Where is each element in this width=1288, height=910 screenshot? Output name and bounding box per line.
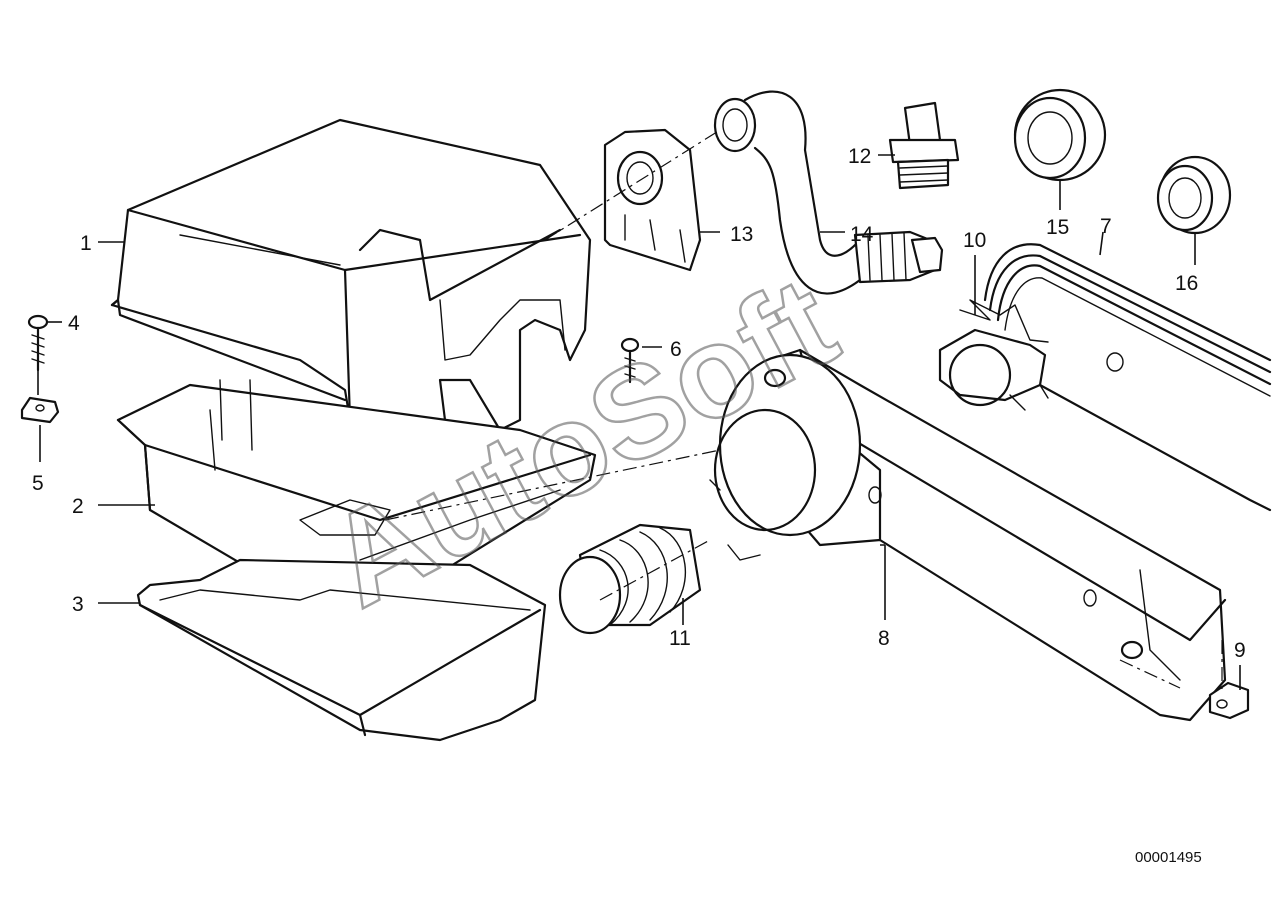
part-15-sealing-ring xyxy=(1013,88,1107,182)
callout-1: 1 xyxy=(80,232,92,255)
part-9-nut xyxy=(1208,681,1250,720)
callout-5: 5 xyxy=(32,472,44,495)
callout-4: 4 xyxy=(68,312,80,335)
part-7-gasket-frame xyxy=(983,243,1272,512)
callout-10: 10 xyxy=(963,229,986,252)
part-10-grommet xyxy=(938,299,1049,411)
part-4-screw xyxy=(27,314,49,395)
callout-13: 13 xyxy=(730,223,753,246)
callout-15: 15 xyxy=(1046,216,1069,239)
part-13-bracket xyxy=(603,128,702,272)
part-5-clip-nut xyxy=(20,396,60,424)
callout-7: 7 xyxy=(1100,215,1112,238)
callout-12: 12 xyxy=(848,145,871,168)
callout-14: 14 xyxy=(850,223,874,246)
part-6-small-screw xyxy=(620,337,640,384)
part-8-main-housing xyxy=(709,348,1227,722)
assembly-lines xyxy=(384,129,1223,690)
part-11-bellows xyxy=(558,523,702,635)
part-16-sealing-ring xyxy=(1156,155,1232,235)
callout-8: 8 xyxy=(878,627,890,650)
leader-lines xyxy=(39,154,1241,690)
part-14-hose xyxy=(713,90,944,295)
part-2-housing-tray xyxy=(116,379,597,612)
callout-9: 9 xyxy=(1234,639,1246,662)
part-3-bottom-pan xyxy=(136,558,547,742)
part-12-temperature-sensor xyxy=(888,101,960,190)
callout-3: 3 xyxy=(72,593,84,616)
document-number: 00001495 xyxy=(1135,849,1202,866)
callout-16: 16 xyxy=(1175,272,1198,295)
callout-6: 6 xyxy=(670,338,682,361)
callout-2: 2 xyxy=(72,495,84,518)
callout-11: 11 xyxy=(669,627,691,650)
